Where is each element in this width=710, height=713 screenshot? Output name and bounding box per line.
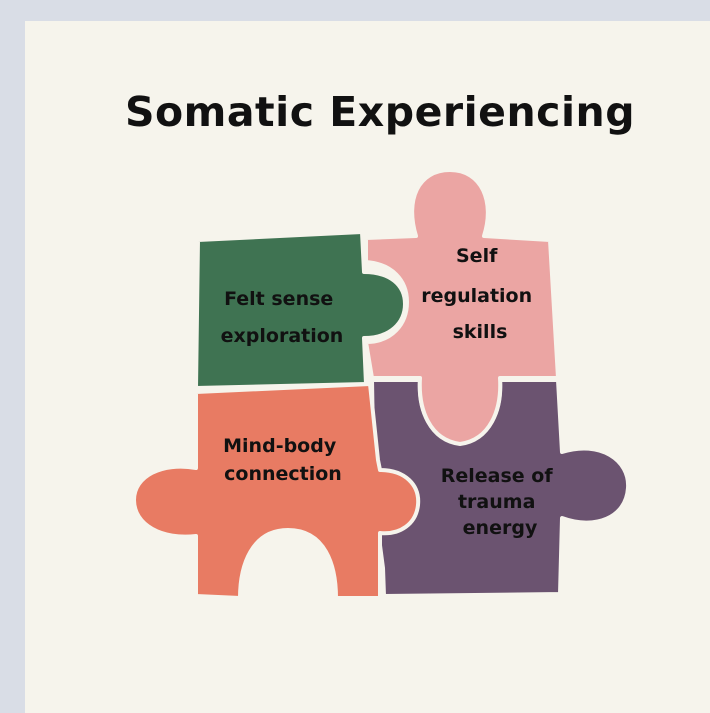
label-line: Self xyxy=(456,245,498,267)
label-line: energy xyxy=(463,517,538,539)
label-line: exploration xyxy=(221,325,344,347)
label-line: Mind-body xyxy=(223,435,337,457)
label-line: connection xyxy=(224,463,342,485)
label-line: trauma xyxy=(458,491,535,513)
page-title: Somatic Experiencing xyxy=(124,88,636,136)
label-line: Release of xyxy=(441,465,554,487)
label-line: regulation xyxy=(421,285,532,307)
label-self-regulation: Self regulation skills xyxy=(421,245,539,343)
puzzle-piece-felt-sense xyxy=(194,230,407,390)
label-mind-body: Mind-body connection xyxy=(223,435,343,485)
label-release-trauma: Release of trauma energy xyxy=(441,465,560,539)
label-line: skills xyxy=(453,321,508,343)
puzzle-piece-mind-body xyxy=(132,382,421,600)
label-line: Felt sense xyxy=(224,288,333,310)
label-felt-sense: Felt sense exploration xyxy=(221,288,344,347)
